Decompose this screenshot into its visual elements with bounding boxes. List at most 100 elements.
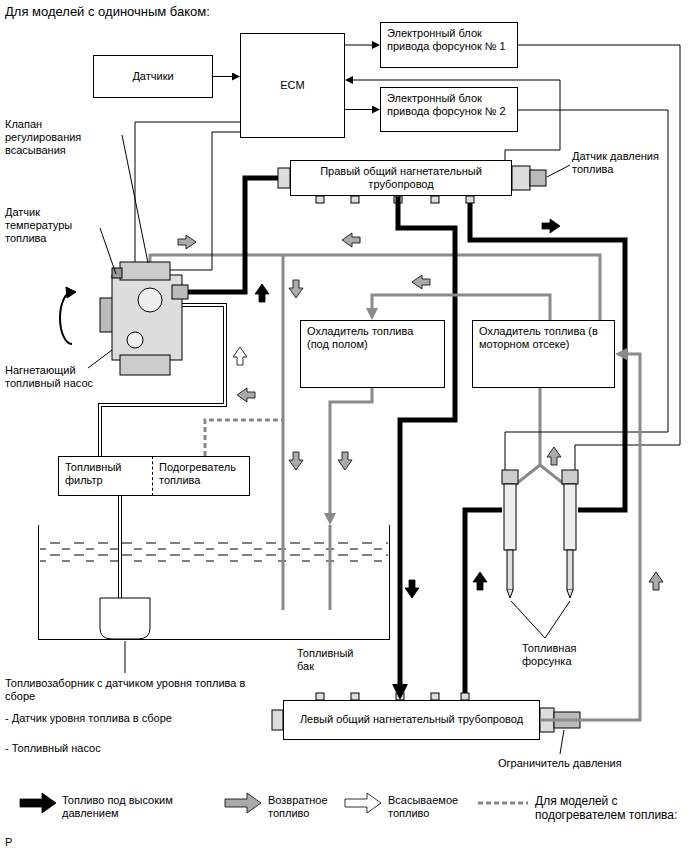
- heater-return-pipe: [205, 420, 283, 456]
- legend-sample: [225, 793, 261, 813]
- fuel-intake: [118, 525, 122, 598]
- driver-box: Электронный блок привода форсунок № 1: [380, 22, 518, 68]
- right-rail-fittings: [316, 196, 324, 203]
- fuel-injector: [567, 550, 573, 590]
- wire-connector: [349, 80, 560, 160]
- signal-wire: [135, 122, 240, 262]
- supply-pump: [127, 332, 143, 348]
- fuel-injector: [502, 470, 518, 484]
- leader-line: [122, 135, 148, 263]
- fuel-injector: [564, 484, 576, 550]
- right-rail-fittings: [530, 170, 546, 186]
- right-rail-fittings: [351, 196, 359, 203]
- flow-arrow: [405, 580, 419, 598]
- fuel-filter: Топливный фильтр: [58, 456, 152, 496]
- part-label: Датчик давления топлива: [572, 150, 664, 176]
- signal-wire: [505, 110, 668, 470]
- left-rail-fittings: [272, 710, 283, 730]
- flow-arrow: [473, 572, 487, 590]
- part-label: Топливозаборник с датчиком уровня топлив…: [5, 677, 250, 703]
- node-text: Охладитель топлива (под полом): [307, 325, 438, 351]
- flow-arrow: [237, 388, 255, 402]
- supply-pump: [172, 285, 188, 299]
- common-rail: Правый общий нагнетательный трубопровод: [290, 160, 512, 196]
- fuel-cooler: Охладитель топлива (в моторном отсеке): [472, 320, 615, 388]
- leader-line: [100, 228, 116, 274]
- node-text: Топливный фильтр: [65, 461, 146, 487]
- hp-connector: [398, 196, 455, 692]
- leader-line: [547, 165, 570, 177]
- leader-line: [88, 135, 570, 754]
- node-text: Электронный блок привода форсунок № 1: [387, 27, 511, 53]
- node-text: Электронный блок привода форсунок № 2: [387, 92, 511, 118]
- high-pressure-pipe: [470, 196, 625, 510]
- wire-connector: [213, 76, 236, 77]
- high-pressure-pipe: [185, 178, 290, 292]
- legend-sample: [478, 802, 528, 805]
- diagram-title: Для моделей с одиночным баком:: [5, 4, 210, 20]
- flow-arrow: [255, 284, 269, 302]
- legend-text: Всасываемое топливо: [388, 794, 468, 820]
- sensor-box: Датчики: [93, 55, 213, 98]
- high-pressure-pipe: [465, 510, 502, 700]
- supply-pump: [120, 355, 170, 375]
- flow-arrow: [178, 219, 663, 598]
- legend-sample: [345, 793, 381, 813]
- wire-connector: [345, 109, 376, 110]
- node-text: Датчики: [132, 70, 173, 83]
- flow-arrow: [547, 447, 561, 465]
- left-rail-fittings: [316, 693, 324, 700]
- ecm-box: ECM: [240, 33, 345, 138]
- node-text: Левый общий нагнетательный трубопровод: [300, 713, 523, 726]
- fuel-injector: [567, 590, 573, 598]
- node-text: ECM: [280, 79, 304, 92]
- supply-pump: [138, 288, 162, 312]
- flow-arrow: [649, 572, 663, 590]
- flow-arrow: [178, 235, 196, 249]
- part-label: Топливная форсунка: [522, 642, 617, 668]
- left-rail-fittings: [351, 693, 359, 700]
- wire-connector: [345, 45, 376, 46]
- left-rail-fittings: [396, 693, 404, 700]
- leader-line: [88, 350, 112, 368]
- flow-arrow: [412, 275, 430, 289]
- supply-pump: [66, 287, 76, 298]
- left-rail-fittings: [461, 693, 469, 700]
- fuel-cooler: Охладитель топлива (под полом): [300, 320, 445, 388]
- supply-pump: [60, 292, 72, 344]
- node-text: Подогреватель топлива: [159, 461, 243, 487]
- legend-text: Для моделей с подогревателем топлива:: [535, 794, 680, 823]
- suction-pipe-core: [119, 496, 121, 525]
- legend-sample: [225, 793, 261, 813]
- return-pipe: [282, 255, 285, 610]
- right-rail-fittings: [512, 166, 530, 190]
- signal-wire: [518, 45, 680, 470]
- fuel-tank: Топливный бак: [38, 525, 390, 640]
- signal-wire: [170, 132, 240, 270]
- leader-line: [511, 601, 570, 638]
- fuel-heater: Подогреватель топлива: [152, 456, 250, 496]
- fuel-intake: [119, 525, 121, 598]
- common-rail: Левый общий нагнетательный трубопровод: [283, 700, 540, 740]
- high-pressure-pipe: [185, 178, 625, 700]
- part-label: - Датчик уровня топлива в сборе: [5, 712, 225, 725]
- fuel-injector: [507, 550, 513, 590]
- left-rail-fittings: [431, 693, 439, 700]
- part-label: P: [5, 836, 25, 849]
- return-pipe: [516, 388, 564, 484]
- legend-text: Возвратное топливо: [268, 794, 340, 820]
- fuel-injector: [502, 470, 578, 598]
- return-pipe: [329, 525, 332, 610]
- part-label: Ограничитель давления: [498, 757, 648, 770]
- flow-arrow: [289, 280, 303, 298]
- supply-pump: [60, 262, 188, 375]
- ret-connector: [372, 295, 550, 320]
- part-label: Нагнетающий топливный насос: [5, 364, 95, 390]
- flow-arrow: [542, 219, 560, 233]
- supply-pump: [112, 268, 122, 278]
- fuel-injector: [507, 590, 513, 598]
- leader-line: [125, 641, 126, 673]
- return-pipe: [150, 255, 600, 320]
